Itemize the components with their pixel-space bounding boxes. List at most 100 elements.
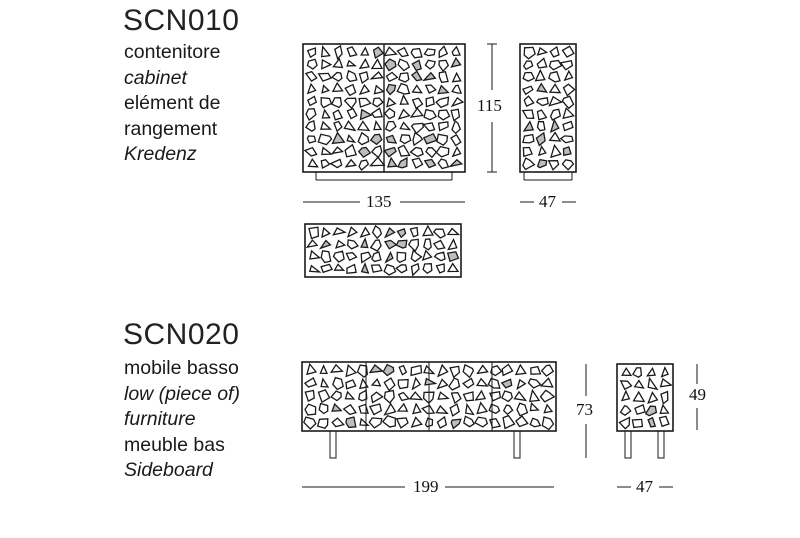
glass-shard [304, 120, 316, 132]
glass-shard [306, 82, 317, 95]
glass-shard [357, 146, 372, 159]
glass-shard [332, 250, 345, 263]
glass-shard [410, 47, 423, 59]
glass-shard [522, 120, 535, 132]
glass-shard [446, 227, 461, 236]
glass-shard [489, 390, 502, 402]
glass-shard [330, 71, 343, 82]
glass-shard [373, 84, 385, 95]
glass-shard [368, 403, 383, 416]
glass-shard [409, 226, 419, 238]
glass-shard [305, 239, 319, 249]
glass-shard [332, 227, 347, 236]
glass-shard [473, 416, 489, 428]
glass-shard [369, 156, 386, 167]
glass-shard [396, 228, 407, 239]
glass-shard [423, 364, 436, 375]
cabinet-front-drawing [302, 43, 466, 181]
glass-shard [383, 107, 396, 120]
glass-shard [487, 377, 501, 389]
name-de: Sideboard [124, 459, 213, 481]
glass-shard [382, 363, 395, 377]
glass-shard [451, 84, 463, 94]
glass-shard [397, 58, 411, 72]
glass-shard [345, 252, 358, 262]
glass-shard [383, 377, 396, 392]
glass-shard [435, 96, 450, 109]
glass-shard [384, 251, 394, 264]
glass-shard [320, 45, 331, 58]
glass-shard [450, 108, 461, 122]
glass-shard [424, 417, 434, 428]
glass-shard [397, 391, 411, 402]
glass-shard [360, 251, 372, 264]
glass-shard [396, 46, 409, 58]
glass-shard [425, 96, 435, 108]
cabinet-side-drawing [519, 43, 577, 181]
glass-shard [320, 96, 333, 109]
glass-shard [435, 263, 445, 274]
glass-shard [522, 60, 534, 71]
glass-shard [513, 390, 528, 402]
glass-shard [356, 120, 371, 132]
glass-shard [543, 403, 554, 414]
glass-shard [331, 81, 344, 93]
glass-shard [386, 156, 398, 168]
glass-shard [489, 417, 502, 429]
glass-shard [304, 389, 315, 403]
glass-shard [370, 145, 383, 159]
glass-shard [329, 158, 343, 169]
glass-shard [435, 145, 450, 158]
name-it: mobile basso [124, 357, 239, 379]
glass-shard [304, 70, 318, 82]
glass-shard [369, 71, 384, 80]
glass-shard [410, 122, 424, 135]
glass-shard [385, 71, 399, 83]
glass-shard [321, 84, 331, 94]
glass-shard [358, 377, 369, 390]
glass-shard [306, 47, 317, 59]
glass-shard [436, 133, 449, 147]
glass-shard [563, 69, 574, 82]
sideboard-side-drawing [616, 363, 674, 459]
dim-depth-scn010: 47 [539, 192, 556, 211]
glass-shard [308, 264, 322, 273]
glass-shard [438, 70, 449, 84]
glass-shard [381, 414, 396, 428]
product-code-scn010: SCN010 [123, 4, 240, 37]
glass-shard [450, 392, 462, 405]
glass-shard [385, 134, 398, 144]
glass-shard [344, 83, 357, 97]
glass-shard [521, 109, 535, 119]
glass-shard [463, 415, 475, 428]
glass-shard [411, 97, 424, 110]
glass-shard [369, 239, 382, 252]
glass-shard [385, 83, 397, 96]
glass-shard [536, 46, 549, 56]
glass-shard [356, 364, 368, 378]
glass-shard [303, 416, 317, 430]
glass-shard [370, 264, 383, 273]
glass-shard [408, 391, 424, 401]
glass-shard [422, 122, 436, 132]
glass-shard [559, 135, 574, 144]
glass-shard [523, 95, 535, 107]
glass-shard [398, 364, 408, 376]
glass-shard [396, 251, 407, 264]
glass-shard [539, 389, 556, 403]
glass-shard [412, 402, 422, 415]
glass-shard [371, 224, 383, 240]
glass-shard [345, 379, 357, 390]
glass-shard [344, 158, 357, 168]
glass-shard [346, 69, 358, 83]
product-code-scn020: SCN020 [123, 318, 240, 351]
glass-shard [561, 45, 575, 58]
name-en-2: furniture [124, 408, 196, 430]
glass-shard [308, 226, 320, 240]
glass-shard [462, 391, 474, 402]
glass-shard [330, 97, 343, 109]
glass-shard [476, 364, 489, 375]
glass-shard [360, 262, 370, 274]
glass-shard [549, 45, 560, 58]
glass-shard [368, 364, 385, 374]
